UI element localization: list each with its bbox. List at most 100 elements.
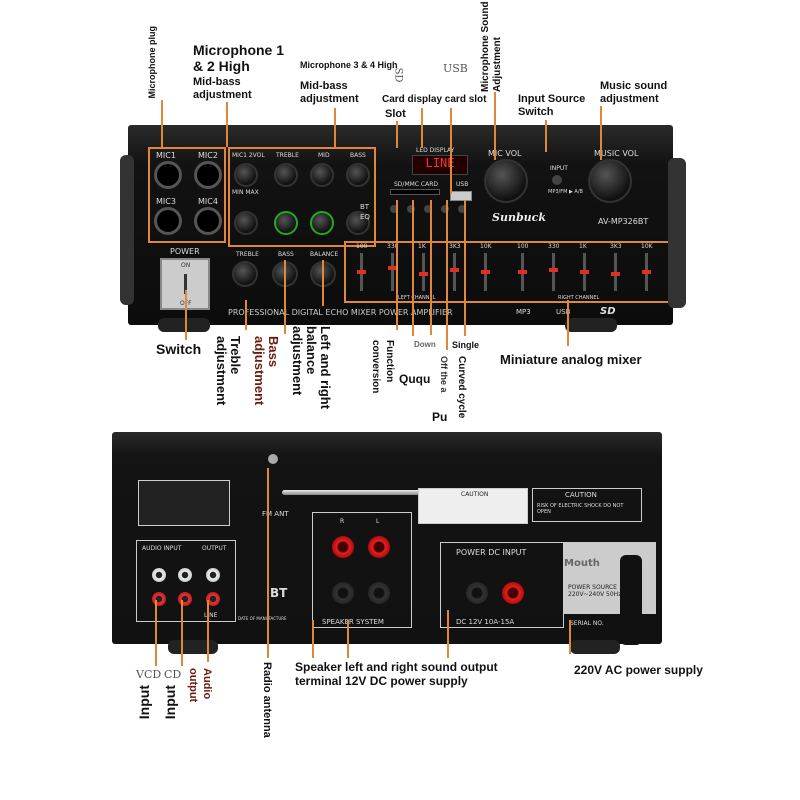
dc-negative-terminal[interactable] xyxy=(466,582,488,604)
caution-sticker: CAUTION RISK OF ELECTRIC SHOCK DO NOT OP… xyxy=(532,488,642,522)
label-usb: USB xyxy=(443,62,468,75)
speaker-l-positive[interactable] xyxy=(368,536,390,558)
eq-frequency-label: 100 xyxy=(517,243,529,250)
leader-line xyxy=(446,200,448,350)
led-display: LINE xyxy=(412,155,468,175)
label-pu: Pu xyxy=(432,410,448,424)
eq-frequency-label: 1K xyxy=(418,243,426,250)
caution-sticker-small: CAUTION xyxy=(418,488,528,524)
leader-line xyxy=(545,120,547,152)
brand-logo: Sunbuck xyxy=(492,211,546,224)
serial-number-label: SERIAL NO. xyxy=(570,620,604,627)
eq-slider-3K3[interactable] xyxy=(450,253,459,291)
eq-slider-10K[interactable] xyxy=(481,253,490,291)
minmax-label: MIN MAX xyxy=(232,189,259,196)
right-channel-label: RIGHT CHANNEL xyxy=(558,295,600,301)
output-r[interactable] xyxy=(206,592,220,606)
mic-mid-knob[interactable] xyxy=(310,163,334,187)
leader-line xyxy=(245,300,247,330)
power-source-label-panel: Mouth POWER SOURCE 220V~240V 50Hz xyxy=(564,542,656,614)
eq-slider-3K3[interactable] xyxy=(611,253,620,291)
sd-card-label: SD/MMC CARD xyxy=(394,181,438,188)
mic4-jack[interactable] xyxy=(194,207,222,235)
mic34-mid-knob[interactable] xyxy=(310,211,334,235)
label-mic-sound-adjust: Microphone Sound Adjustment xyxy=(480,1,503,92)
label-220v-ac: 220V AC power supply xyxy=(574,663,703,677)
output-l[interactable] xyxy=(206,568,220,582)
music-treble-knob[interactable] xyxy=(232,261,258,287)
speaker-r-positive[interactable] xyxy=(332,536,354,558)
mic-bass-knob[interactable] xyxy=(346,163,370,187)
label-card-display: Card display card slot xyxy=(382,94,487,105)
label-sd: SD xyxy=(392,67,404,83)
label-input-vcd: Input xyxy=(136,685,152,720)
play-button[interactable] xyxy=(424,205,432,213)
eq-frequency-label: 330 xyxy=(387,243,399,250)
dc-rating-label: DC 12V 10A-15A xyxy=(456,618,515,626)
leader-line xyxy=(396,200,398,330)
power-dc-label: POWER DC INPUT xyxy=(456,548,527,557)
sd-logo: SD xyxy=(600,306,616,317)
mic34-treble-knob[interactable] xyxy=(274,211,298,235)
label-radio-antenna: Radio antenna xyxy=(261,662,273,738)
label-microphone-plug: Microphone plug xyxy=(147,26,157,99)
eq-frequency-label: 100 xyxy=(356,243,368,250)
leader-line xyxy=(155,600,157,666)
leader-line xyxy=(600,106,602,160)
leader-line xyxy=(284,260,286,334)
fm-ant-label: FM ANT xyxy=(262,510,289,518)
mode-button[interactable] xyxy=(390,205,398,213)
repeat-button[interactable] xyxy=(458,205,466,213)
knob-label: BASS xyxy=(278,251,294,258)
eq-slider-10K[interactable] xyxy=(642,253,651,291)
input-source-button[interactable] xyxy=(552,175,562,185)
eq-slider-100[interactable] xyxy=(357,253,366,291)
cd-input-l[interactable] xyxy=(178,568,192,582)
eq-slider-330[interactable] xyxy=(549,253,558,291)
mic2-jack[interactable] xyxy=(194,161,222,189)
eq-frequency-label: 3K3 xyxy=(449,243,461,250)
sd-card-slot[interactable] xyxy=(390,189,440,195)
leader-line xyxy=(494,92,496,160)
mic3-jack[interactable] xyxy=(154,207,182,235)
knob-label: BASS xyxy=(350,152,366,159)
speaker-r-negative[interactable] xyxy=(332,582,354,604)
mic1-label: MIC1 xyxy=(156,151,176,160)
label-down: Down xyxy=(414,340,436,349)
bt-logo: BT xyxy=(270,586,288,600)
label-input-source-switch: Input Source Switch xyxy=(518,93,586,118)
prev-button[interactable] xyxy=(407,205,415,213)
power-dc-box xyxy=(440,542,564,628)
leader-line xyxy=(267,468,269,658)
vcd-input-l[interactable] xyxy=(152,568,166,582)
eq-frequency-label: 10K xyxy=(641,243,653,250)
mic-master-volume-knob[interactable] xyxy=(484,159,528,203)
eq-slider-1K[interactable] xyxy=(419,253,428,291)
knob-label: TREBLE xyxy=(276,152,299,159)
label-cd: CD xyxy=(164,668,182,681)
mic-vol-knob[interactable] xyxy=(234,163,258,187)
eq-slider-100[interactable] xyxy=(518,253,527,291)
eq-frequency-label: 3K3 xyxy=(610,243,622,250)
mic34-knob[interactable] xyxy=(234,211,258,235)
antenna-connector[interactable] xyxy=(268,454,278,464)
music-volume-knob[interactable] xyxy=(588,159,632,203)
dc-positive-terminal[interactable] xyxy=(502,582,524,604)
leader-line xyxy=(464,200,466,336)
mic34-bass-knob[interactable] xyxy=(346,211,370,235)
mouth-label: Mouth xyxy=(564,558,600,569)
fm-antenna-rod xyxy=(282,490,482,495)
usb-logo: USB xyxy=(556,308,571,316)
mic-tone-box xyxy=(228,147,376,247)
next-button[interactable] xyxy=(441,205,449,213)
input-mode-label: MP3/FM ▶ A/B xyxy=(548,189,583,195)
label-mic34-high: Microphone 3 & 4 High xyxy=(300,60,398,70)
leader-line xyxy=(226,102,228,147)
speaker-l-negative[interactable] xyxy=(368,582,390,604)
mic1-jack[interactable] xyxy=(154,161,182,189)
usb-port[interactable] xyxy=(450,191,472,201)
eq-slider-330[interactable] xyxy=(388,253,397,291)
eq-slider-1K[interactable] xyxy=(580,253,589,291)
mic-treble-knob[interactable] xyxy=(274,163,298,187)
mic3-label: MIC3 xyxy=(156,197,176,206)
